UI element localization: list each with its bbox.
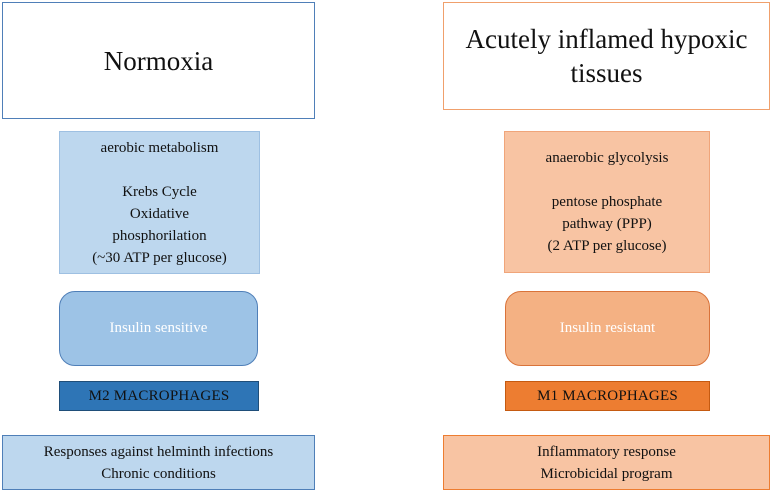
hypoxic-header-line-1: Acutely inflamed hypoxic xyxy=(465,24,748,54)
m1-macrophages-text: M1 MACROPHAGES xyxy=(537,387,678,404)
m1-macrophages-label: M1 MACROPHAGES xyxy=(505,381,710,411)
chronic-conditions-line: Chronic conditions xyxy=(101,465,216,482)
phosphorilation-line: phosphorilation xyxy=(112,227,207,244)
oxidative-line: Oxidative xyxy=(129,205,190,222)
hypoxic-tissues-header: Acutely inflamed hypoxic tissues xyxy=(443,2,770,110)
hypoxic-header-line-2: tissues xyxy=(570,58,643,88)
ppp-line: pathway (PPP) xyxy=(562,216,652,232)
insulin-sensitive-box: Insulin sensitive xyxy=(59,291,258,366)
m1-responses-box: Inflammatory response Microbicidal progr… xyxy=(443,435,770,490)
anaerobic-glycolysis-title: anaerobic glycolysis xyxy=(545,150,669,166)
m2-macrophages-label: M2 MACROPHAGES xyxy=(59,381,259,411)
normoxia-header: Normoxia xyxy=(2,2,315,119)
inflammatory-response-line: Inflammatory response xyxy=(537,443,676,460)
insulin-resistant-label: Insulin resistant xyxy=(559,320,656,336)
helminth-response-line: Responses against helminth infections xyxy=(43,443,274,460)
pentose-phosphate-line: pentose phosphate xyxy=(551,194,663,210)
anaerobic-glycolysis-box: anaerobic glycolysis pentose phosphate p… xyxy=(504,131,710,273)
m2-macrophages-text: M2 MACROPHAGES xyxy=(88,387,230,404)
insulin-sensitive-label: Insulin sensitive xyxy=(109,320,208,336)
aerobic-metabolism-box: aerobic metabolism Krebs Cycle Oxidative… xyxy=(59,131,260,274)
m2-responses-box: Responses against helminth infections Ch… xyxy=(2,435,315,490)
atp-yield-line: (~30 ATP per glucose) xyxy=(92,249,227,266)
microbicidal-program-line: Microbicidal program xyxy=(540,465,673,482)
normoxia-header-text: Normoxia xyxy=(103,45,214,76)
krebs-cycle-line: Krebs Cycle xyxy=(122,183,197,200)
insulin-resistant-box: Insulin resistant xyxy=(505,291,710,366)
aerobic-metabolism-title: aerobic metabolism xyxy=(100,139,219,156)
atp-yield-line: (2 ATP per glucose) xyxy=(547,238,667,254)
